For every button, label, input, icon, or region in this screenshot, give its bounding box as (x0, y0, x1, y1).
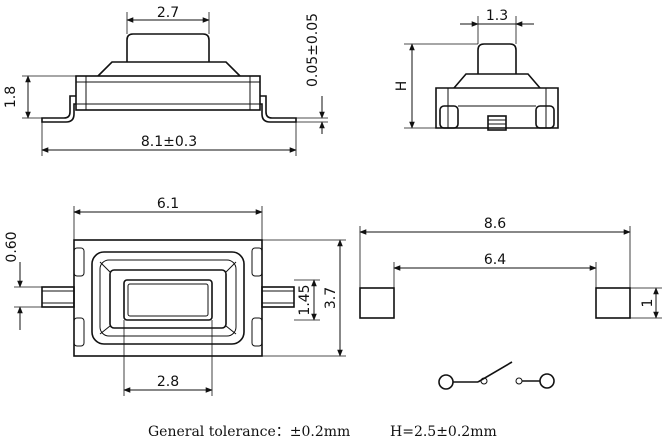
dim-end-height-symbol: H (394, 81, 410, 92)
side-view: 2.7 1.8 0.05±0.05 8.1±0.3 (3, 5, 328, 156)
switch-schematic-symbol (438, 361, 555, 390)
end-plunger (477, 43, 517, 74)
dim-top-actuator-length: 2.8 (157, 374, 179, 390)
dim-footprint-outer-span: 8.6 (484, 216, 506, 232)
top-lead-right (261, 286, 295, 308)
end-leg-right (535, 105, 555, 129)
height-value-note: H=2.5±0.2mm (390, 424, 497, 440)
top-view: 6.1 0.60 1.45 3.7 2.8 (4, 196, 346, 396)
dim-footprint-inner-span: 6.4 (484, 252, 506, 268)
top-actuator (123, 279, 213, 321)
end-leg-left (439, 105, 459, 129)
general-tolerance-note: General tolerance：±0.2mm (148, 424, 350, 440)
end-view: 1.3 H (394, 8, 559, 131)
dim-side-plunger-width: 2.7 (157, 5, 179, 21)
dim-top-actuator-width: 1.45 (297, 284, 313, 315)
dim-top-lead-offset: 0.60 (4, 231, 20, 262)
dim-side-height: 1.8 (3, 86, 19, 108)
side-lead-right (260, 95, 297, 123)
side-housing-body (75, 75, 261, 111)
dim-side-lead-thickness: 0.05±0.05 (305, 13, 321, 87)
dim-end-plunger-width: 1.3 (486, 8, 508, 24)
side-lead-left (41, 95, 76, 123)
top-lead-left (41, 286, 75, 308)
dim-top-body-width: 3.7 (323, 287, 339, 309)
dim-top-body-length: 6.1 (157, 196, 179, 212)
side-housing-top (97, 61, 241, 77)
top-frame-outer (91, 251, 245, 345)
end-housing-top (453, 73, 541, 89)
end-housing-body (435, 87, 559, 129)
dim-side-overall-length: 8.1±0.3 (141, 134, 197, 150)
switch-contact-arm (477, 361, 513, 383)
switch-terminal-left (438, 374, 454, 390)
footprint-pad-left (359, 287, 395, 319)
end-center-lead (487, 115, 507, 131)
pcb-footprint: 8.6 6.4 1 (359, 216, 662, 319)
dim-footprint-pad-height: 1 (640, 299, 656, 308)
footprint-pad-right (595, 287, 631, 319)
top-frame-inner (109, 269, 227, 329)
top-body (73, 239, 263, 357)
side-plunger (126, 33, 210, 62)
switch-terminal-right (539, 373, 555, 389)
